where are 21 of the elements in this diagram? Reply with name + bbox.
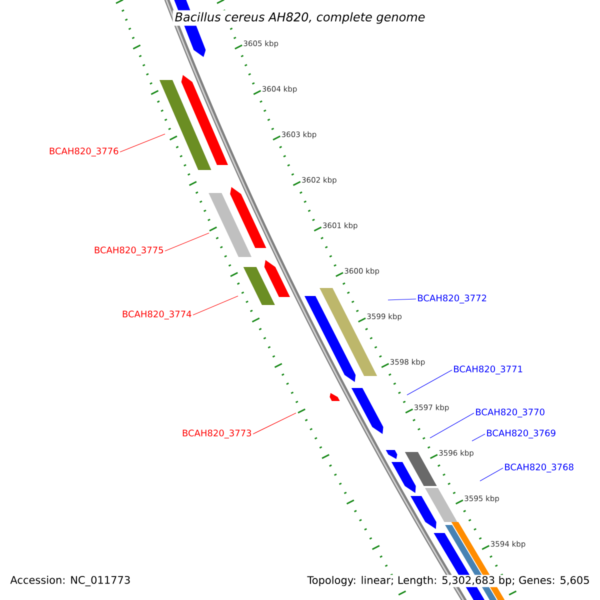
gene-label: BCAH820_3774 [122, 310, 192, 320]
leader-line [252, 412, 296, 434]
genome-info-label: Topology: linear; Length: 5,302,683 bp; Genes: 5,605 [306, 574, 591, 588]
gene-label: BCAH820_3775 [94, 246, 163, 256]
gene-label: BCAH820_3770 [476, 408, 544, 418]
title: Bacillus cereus AH820, complete genome [172, 10, 428, 26]
gene-label: BCAH820_3768 [505, 464, 574, 472]
gene-label: BCAH820_3773 [182, 430, 252, 438]
leader-line [120, 134, 166, 152]
gene-label: BCAH820_3772 [418, 294, 486, 304]
leader-line [406, 370, 452, 396]
leader-line [388, 298, 416, 300]
leader-line [480, 468, 504, 482]
gene-label: BCAH820_3771 [454, 366, 522, 374]
leader-line [430, 412, 474, 438]
gene-label: BCAH820_3769 [487, 430, 556, 438]
leader-line [472, 434, 486, 442]
accession-label: Accession: NC_011773 [9, 574, 132, 588]
leader-line [164, 232, 210, 252]
gene-label: BCAH820_3776 [50, 148, 118, 156]
leader-line [192, 296, 238, 316]
